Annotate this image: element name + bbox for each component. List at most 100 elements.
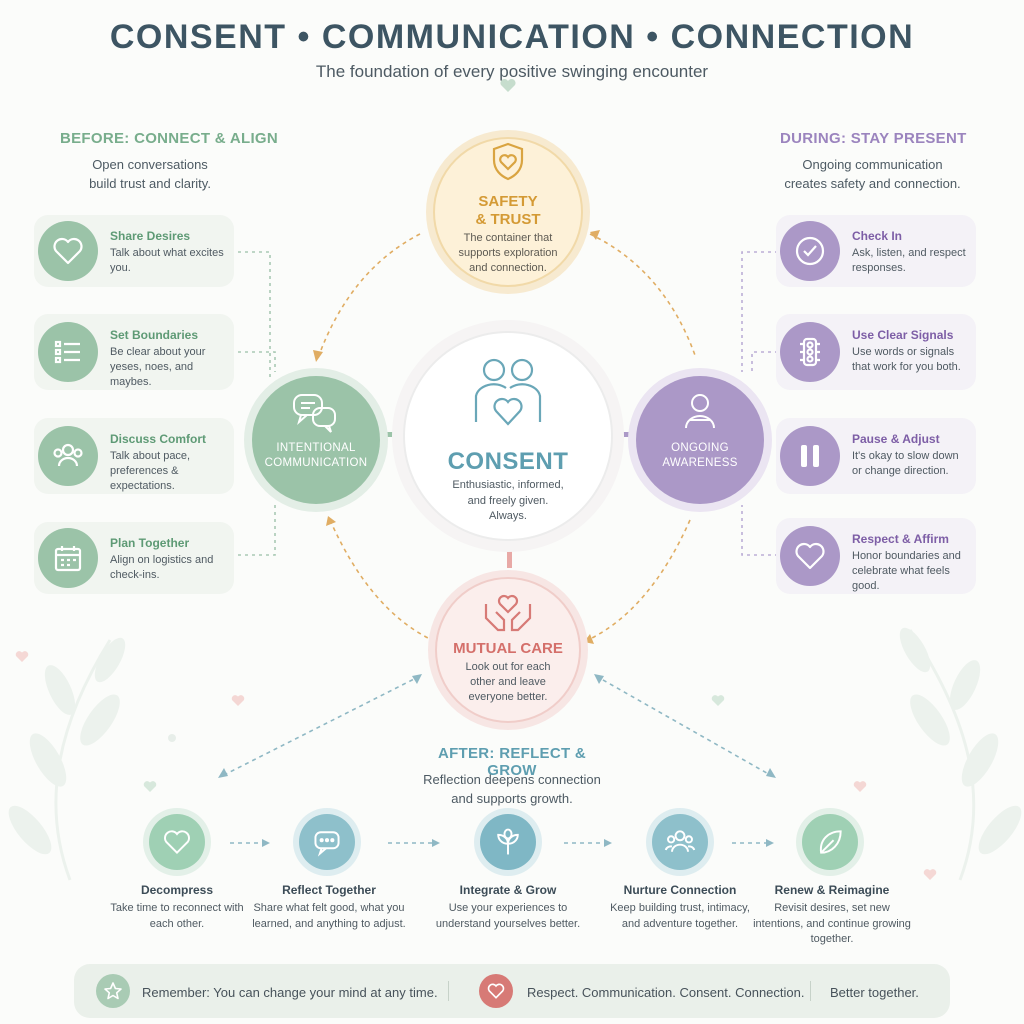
card-plan-together: Plan Together Align on logistics and che… bbox=[34, 522, 234, 594]
card-share-desires: Share Desires Talk about what excites yo… bbox=[34, 215, 234, 287]
cycle-arrows bbox=[317, 233, 697, 641]
during-desc-line1: Ongoing communication bbox=[802, 157, 943, 172]
card-title: Pause & Adjust bbox=[852, 432, 940, 446]
left-card-connectors bbox=[238, 251, 276, 556]
card-title: Plan Together bbox=[110, 536, 190, 550]
intentional-circle bbox=[252, 376, 380, 504]
card-title: Use Clear Signals bbox=[852, 328, 954, 342]
mutual-care-circle bbox=[435, 577, 581, 723]
before-heading: BEFORE: CONNECT & ALIGN bbox=[60, 130, 279, 147]
card-discuss-comfort: Discuss Comfort Talk about pace, prefere… bbox=[34, 418, 234, 494]
leaf-decoration-left bbox=[8, 637, 126, 881]
card-description: Be clear about your yeses, noes, and may… bbox=[110, 346, 206, 388]
during-heading: DURING: STAY PRESENT bbox=[780, 130, 967, 147]
check-circle-icon bbox=[780, 221, 840, 281]
card-title: Check In bbox=[852, 229, 903, 243]
step-title: Integrate & Grow bbox=[459, 883, 557, 897]
group-icon bbox=[652, 814, 708, 870]
chat-bubbles-icon bbox=[291, 392, 339, 439]
step-description: Share what felt good, what you learned, … bbox=[252, 902, 406, 930]
step-description: Take time to reconnect with each other. bbox=[110, 902, 244, 930]
card-description: Ask, listen, and respect responses. bbox=[852, 247, 966, 274]
footer-banner: Remember: You can change your mind at an… bbox=[74, 964, 950, 1018]
step-title: Renew & Reimagine bbox=[774, 883, 890, 897]
ongoing-line2: AWARENESS bbox=[662, 457, 738, 469]
mutual-care-title: MUTUAL CARE bbox=[453, 640, 563, 657]
nurture-step-icon-bg bbox=[646, 808, 714, 876]
safety-title-line1: SAFETY bbox=[478, 193, 538, 210]
step-title: Nurture Connection bbox=[623, 883, 737, 897]
consent-circle bbox=[403, 331, 613, 541]
star-icon bbox=[96, 974, 130, 1008]
heart-icon bbox=[149, 814, 205, 870]
mutual-care-desc: Look out for each other and leave everyo… bbox=[465, 661, 551, 703]
before-desc-line1: Open conversations bbox=[92, 157, 208, 172]
before-description: Open conversations build trust and clari… bbox=[60, 155, 240, 193]
ongoing-circle bbox=[636, 376, 764, 504]
hands-heart-icon bbox=[482, 590, 534, 641]
footer-remember: Remember: You can change your mind at an… bbox=[142, 985, 438, 1000]
card-set-boundaries: Set Boundaries Be clear about your yeses… bbox=[34, 314, 234, 390]
after-description: Reflection deepens connection and suppor… bbox=[402, 770, 622, 808]
calendar-icon bbox=[38, 528, 98, 588]
heart-icon bbox=[38, 221, 98, 281]
before-desc-line2: build trust and clarity. bbox=[89, 176, 211, 191]
after-connectors bbox=[221, 675, 773, 777]
speech-bubble-icon bbox=[299, 814, 355, 870]
card-description: Talk about pace, preferences & expectati… bbox=[110, 450, 191, 492]
card-use-clear-signals: Use Clear Signals Use words or signals t… bbox=[776, 314, 976, 390]
card-pause-adjust: Pause & Adjust It's okay to slow down or… bbox=[776, 418, 976, 494]
footer-divider bbox=[810, 981, 811, 1001]
safety-title-line2: & TRUST bbox=[475, 211, 541, 228]
safety-trust-desc: The container that supports exploration … bbox=[458, 232, 558, 274]
step-title: Decompress bbox=[140, 883, 214, 897]
leaf-decoration-right bbox=[899, 627, 1022, 881]
leaf-icon bbox=[802, 814, 858, 870]
couple-heart-icon bbox=[466, 352, 550, 441]
page-title: CONSENT • COMMUNICATION • CONNECTION bbox=[109, 18, 915, 56]
integrate-step-icon-bg bbox=[474, 808, 542, 876]
during-description: Ongoing communication creates safety and… bbox=[770, 155, 975, 193]
traffic-light-icon bbox=[780, 322, 840, 382]
card-title: Respect & Affirm bbox=[852, 532, 949, 546]
card-description: Use words or signals that work for you b… bbox=[852, 346, 961, 373]
footer-values: Respect. Communication. Consent. Connect… bbox=[527, 985, 805, 1000]
reflect-step-icon-bg bbox=[293, 808, 361, 876]
intentional-communication-label: INTENTIONAL COMMUNICATION bbox=[256, 441, 376, 471]
safety-trust-circle bbox=[433, 137, 583, 287]
heart-icon bbox=[780, 526, 840, 586]
card-title: Share Desires bbox=[110, 229, 191, 243]
people-icon bbox=[38, 426, 98, 486]
card-description: It's okay to slow down or change directi… bbox=[852, 450, 959, 477]
heart-icon bbox=[479, 974, 513, 1008]
consent-desc: Enthusiastic, informed, and freely given… bbox=[452, 479, 564, 522]
step-title: Reflect Together bbox=[282, 883, 376, 897]
after-desc-line2: and supports growth. bbox=[451, 791, 573, 806]
checklist-icon bbox=[38, 322, 98, 382]
after-heading: AFTER: REFLECT & GROW bbox=[437, 745, 587, 779]
shield-heart-icon bbox=[488, 140, 528, 187]
right-card-connectors bbox=[741, 251, 778, 556]
step-description: Keep building trust, intimacy, and adven… bbox=[610, 902, 750, 930]
renew-step-icon-bg bbox=[796, 808, 864, 876]
consent-title: CONSENT bbox=[447, 448, 569, 475]
step-description: Use your experiences to understand yours… bbox=[435, 902, 581, 930]
card-title: Discuss Comfort bbox=[110, 432, 207, 446]
step-description: Revisit desires, set new intentions, and… bbox=[753, 902, 911, 945]
card-title: Set Boundaries bbox=[110, 328, 199, 342]
card-description: Honor boundaries and celebrate what feel… bbox=[852, 550, 961, 592]
ongoing-awareness-label: ONGOING AWARENESS bbox=[640, 441, 760, 471]
decompress-step-icon-bg bbox=[143, 808, 211, 876]
intentional-line2: COMMUNICATION bbox=[264, 457, 368, 469]
card-check-in: Check In Ask, listen, and respect respon… bbox=[776, 215, 976, 287]
card-description: Align on logistics and check-ins. bbox=[110, 554, 214, 581]
card-respect-affirm: Respect & Affirm Honor boundaries and ce… bbox=[776, 518, 976, 594]
page-subtitle: The foundation of every positive swingin… bbox=[315, 62, 709, 81]
footer-divider bbox=[448, 981, 449, 1001]
card-description: Talk about what excites you. bbox=[110, 247, 224, 274]
sprout-icon bbox=[480, 814, 536, 870]
ongoing-line1: ONGOING bbox=[671, 442, 729, 454]
safety-trust-title: SAFETY & TRUST bbox=[448, 193, 568, 229]
